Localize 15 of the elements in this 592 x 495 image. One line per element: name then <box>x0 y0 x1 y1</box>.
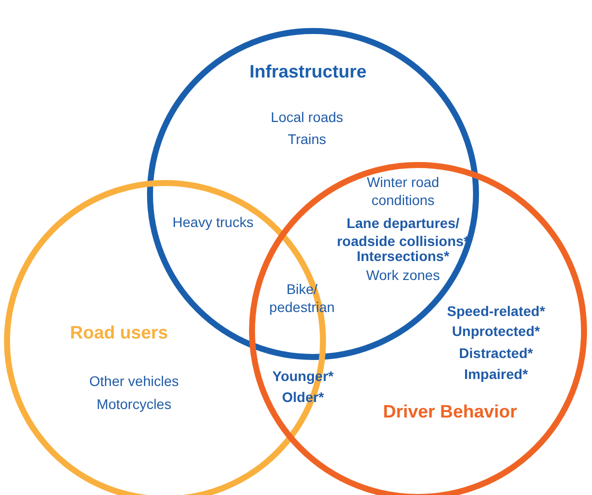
set-item: Speed-related* <box>446 302 546 320</box>
set-item: Trains <box>288 130 326 148</box>
set-heading: Driver Behavior <box>382 400 518 424</box>
overlap-item: Heavy trucks <box>172 212 254 232</box>
overlap-item: Winter road conditions <box>366 172 440 210</box>
set-item: Local roads <box>270 108 344 126</box>
set-item: Motorcycles <box>96 394 172 414</box>
set-item: Other vehicles <box>89 372 179 390</box>
set-heading: Infrastructure <box>249 60 367 84</box>
overlap-item: Intersections* <box>356 246 450 266</box>
set-item: Distracted* <box>459 344 533 362</box>
overlap-item: Work zones <box>366 266 440 284</box>
set-heading: Road users <box>70 321 168 344</box>
set-item: Unprotected* <box>452 322 540 340</box>
set-item: Impaired* <box>464 364 528 384</box>
